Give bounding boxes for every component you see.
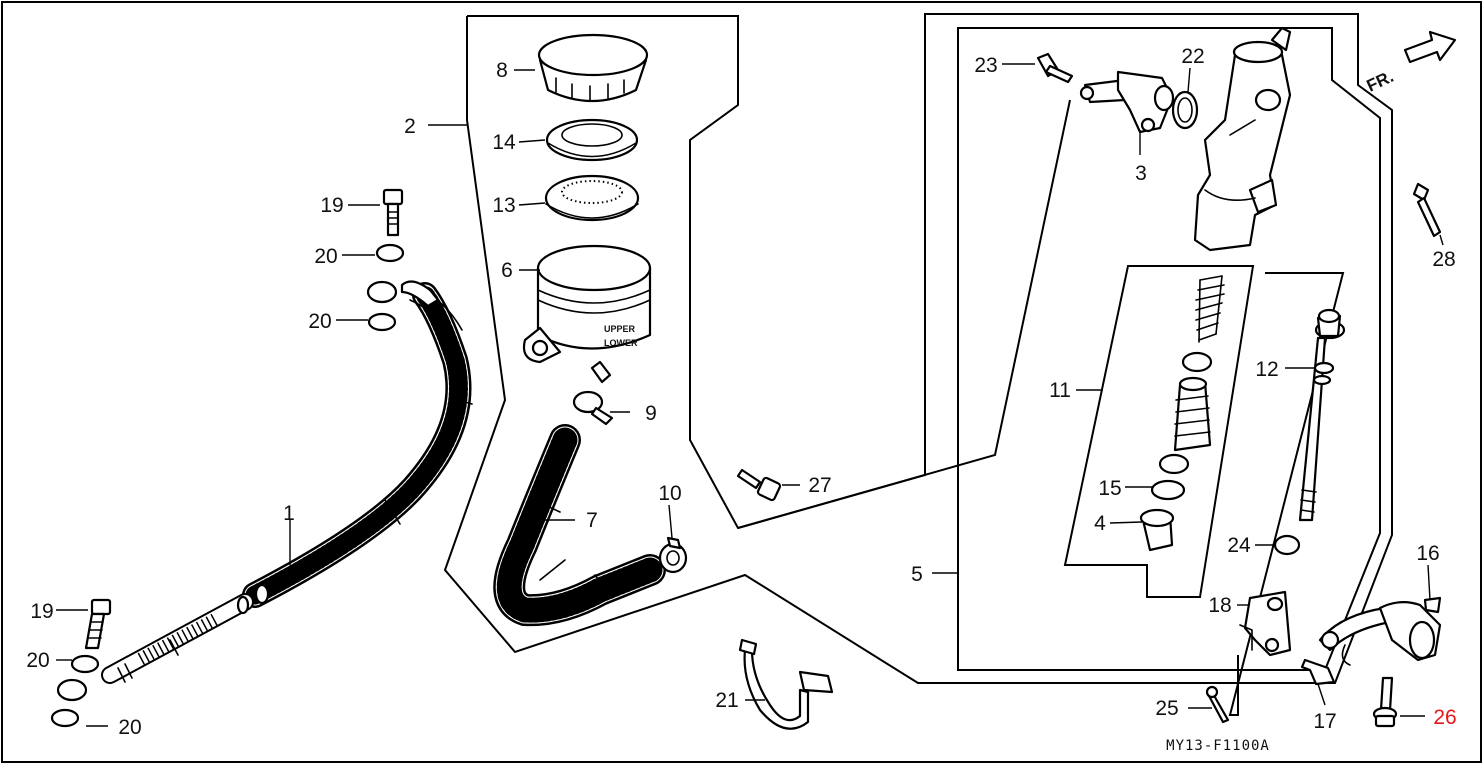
callout-25: 25 (1155, 697, 1178, 720)
bolt-28 (1412, 182, 1442, 238)
lock-nut (1273, 534, 1301, 556)
callout-19-lower: 19 (30, 600, 53, 623)
callout-12: 12 (1255, 358, 1278, 381)
callout-13: 13 (492, 194, 515, 217)
cup-primary (1158, 453, 1190, 475)
callout-3: 3 (1135, 162, 1147, 185)
callout-1: 1 (283, 502, 295, 525)
reservoir-upper-text: UPPER (604, 324, 636, 334)
callout-20-a: 20 (314, 245, 337, 268)
brake-hose (101, 280, 473, 684)
cup-secondary (1181, 351, 1213, 373)
banjo-bolt-upper (382, 188, 404, 237)
callout-20-d: 20 (118, 716, 141, 739)
diaphragm-plate (545, 118, 639, 162)
callout-4: 4 (1094, 512, 1106, 535)
boot (1139, 508, 1175, 552)
reservoir-cap (537, 33, 649, 103)
diagram-code: MY13-F1100A (1166, 738, 1270, 754)
callout-10: 10 (658, 482, 681, 505)
reservoir-lower-text: LOWER (604, 338, 638, 348)
group-outline-piston-kit (1063, 265, 1255, 598)
callout-11: 11 (1049, 379, 1071, 402)
reservoir-hose (493, 424, 666, 627)
callout-27: 27 (808, 474, 831, 497)
sealing-washer-1 (375, 243, 405, 263)
spring (1195, 275, 1225, 343)
callout-21: 21 (715, 689, 738, 712)
group-outline-reservoir (467, 15, 1071, 530)
diaphragm (544, 174, 640, 222)
pushrod-clevis (1239, 590, 1292, 657)
upper-banjo (366, 280, 398, 304)
callout-18: 18 (1208, 594, 1231, 617)
callout-15: 15 (1098, 477, 1121, 500)
piston (1173, 376, 1212, 452)
sealing-washer-3 (70, 654, 100, 674)
callout-7: 7 (586, 509, 598, 532)
hose-clip-10 (658, 536, 688, 574)
callout-26: 26 (1433, 706, 1456, 729)
callout-20-c: 20 (26, 649, 49, 672)
bolt-26 (1372, 676, 1398, 728)
cotter-pin (1205, 685, 1230, 724)
pushrod-joint (1079, 70, 1175, 134)
hose-clamp (738, 638, 834, 730)
group-outline-master-cylinder (957, 27, 1381, 671)
callout-8: 8 (496, 59, 508, 82)
callout-2: 2 (404, 115, 416, 138)
pushrod (1298, 308, 1346, 522)
callout-14: 14 (492, 131, 516, 154)
bolt-27 (736, 468, 782, 502)
reservoir-body: UPPER LOWER (522, 244, 652, 384)
callout-5: 5 (911, 563, 923, 586)
svg-text:FR.: FR. (1364, 67, 1397, 96)
callout-17: 17 (1313, 710, 1336, 733)
o-ring (1171, 90, 1199, 130)
callout-22: 22 (1181, 45, 1204, 68)
hose-clip-9 (572, 390, 614, 426)
callout-16: 16 (1416, 542, 1439, 565)
bolt-23 (1036, 52, 1074, 84)
sealing-washer-4 (50, 708, 80, 728)
cable-guide (1300, 658, 1336, 686)
lower-banjo (56, 678, 88, 702)
snap-ring (1150, 479, 1186, 501)
callout-9: 9 (645, 402, 657, 425)
callout-24: 24 (1227, 534, 1251, 557)
leader-lines (56, 63, 1444, 727)
callout-20-b: 20 (308, 310, 331, 333)
sealing-washer-2 (367, 312, 397, 332)
banjo-bolt-lower (84, 598, 112, 650)
callout-28: 28 (1432, 248, 1455, 271)
callout-6: 6 (501, 259, 513, 282)
callout-19-upper: 19 (320, 194, 343, 217)
master-cylinder-body (1193, 26, 1292, 252)
callout-23: 23 (974, 54, 997, 77)
front-direction-marker: FR. (1364, 30, 1457, 96)
brake-arm (1318, 596, 1442, 666)
